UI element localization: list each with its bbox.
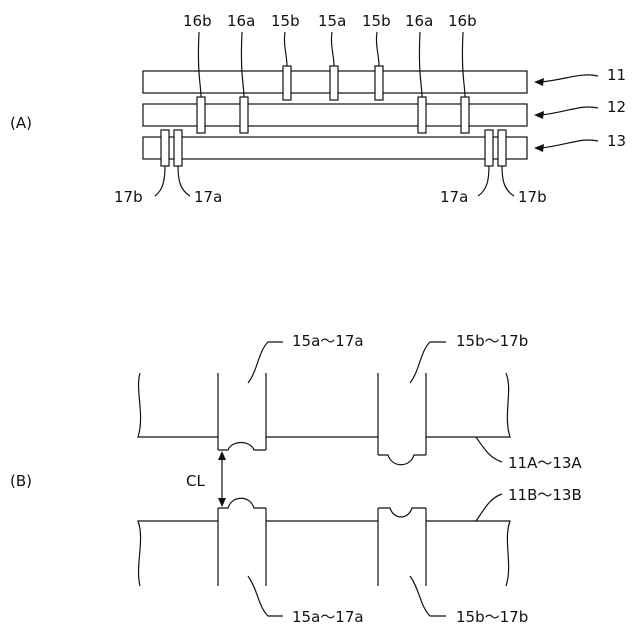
arrow-head-13 xyxy=(534,144,544,152)
label-17b-right: 17b xyxy=(518,188,547,206)
label-16a-right: 16a xyxy=(405,12,433,30)
upper-tab-a-notch xyxy=(218,443,266,451)
label-15b-left: 15b xyxy=(271,12,300,30)
label-upper-plate: 11A～13A xyxy=(508,454,582,472)
label-top-left: 15a～17a xyxy=(292,332,364,350)
upper-plate-right-edge xyxy=(426,373,510,437)
leader-15a xyxy=(331,32,334,66)
tab-15b-right xyxy=(375,66,383,100)
leader-17a-left xyxy=(178,166,190,196)
tab-16b-right xyxy=(461,97,469,133)
clearance-arrow-head-down xyxy=(218,498,226,507)
arrow-13 xyxy=(540,140,598,148)
panel-a-label: (A) xyxy=(10,114,32,132)
arrow-head-11 xyxy=(534,78,544,86)
label-lower-plate: 11B～13B xyxy=(508,486,582,504)
arrow-head-12 xyxy=(534,111,544,119)
leader-17b-left xyxy=(155,166,165,196)
ref-13: 13 xyxy=(607,132,626,150)
leader-lower-plate xyxy=(476,494,502,521)
leader-15b-left xyxy=(284,32,287,66)
arrow-12 xyxy=(540,107,598,115)
lower-plate-left-edge xyxy=(138,521,218,586)
plate-13 xyxy=(143,137,527,159)
ref-12: 12 xyxy=(607,98,626,116)
label-17a-right: 17a xyxy=(440,188,468,206)
leader-bottom-right xyxy=(410,576,446,616)
clearance-label: CL xyxy=(186,472,205,490)
label-15a: 15a xyxy=(318,12,346,30)
ref-11: 11 xyxy=(607,66,626,84)
tab-16a-left xyxy=(240,97,248,133)
label-bottom-left: 15a～17a xyxy=(292,608,364,626)
lower-plate-right-edge xyxy=(426,521,510,586)
tab-16b-left xyxy=(197,97,205,133)
tab-17a-left xyxy=(174,130,182,166)
tab-16a-right xyxy=(418,97,426,133)
panel-a: (A) 16b 16a 15b 15a 15b 16a 16b xyxy=(10,12,626,206)
label-16b-right: 16b xyxy=(448,12,477,30)
upper-tab-b-notch xyxy=(378,455,426,465)
tab-15a xyxy=(330,66,338,100)
label-15b-right: 15b xyxy=(362,12,391,30)
label-17a-left: 17a xyxy=(194,188,222,206)
label-top-right: 15b～17b xyxy=(456,332,528,350)
label-17b-left: 17b xyxy=(114,188,143,206)
leader-top-right xyxy=(410,342,446,383)
tab-17b-right xyxy=(498,130,506,166)
panel-b-label: (B) xyxy=(10,472,32,490)
arrow-11 xyxy=(540,75,598,82)
lower-tab-b-notch xyxy=(378,508,426,517)
label-16b-left: 16b xyxy=(183,12,212,30)
tab-17a-right xyxy=(485,130,493,166)
clearance-arrow-head-up xyxy=(218,451,226,460)
panel-b: (B) CL 15a～17a 15b～17b 11A～13A xyxy=(10,332,582,626)
upper-plate-left-edge xyxy=(138,373,218,437)
tab-17b-left xyxy=(161,130,169,166)
leader-upper-plate xyxy=(476,437,502,462)
leader-17b-right xyxy=(502,166,514,196)
label-16a-left: 16a xyxy=(227,12,255,30)
label-bottom-right: 15b～17b xyxy=(456,608,528,626)
tab-15b-left xyxy=(283,66,291,100)
leader-15b-right xyxy=(376,32,379,66)
leader-17a-right xyxy=(478,166,489,196)
